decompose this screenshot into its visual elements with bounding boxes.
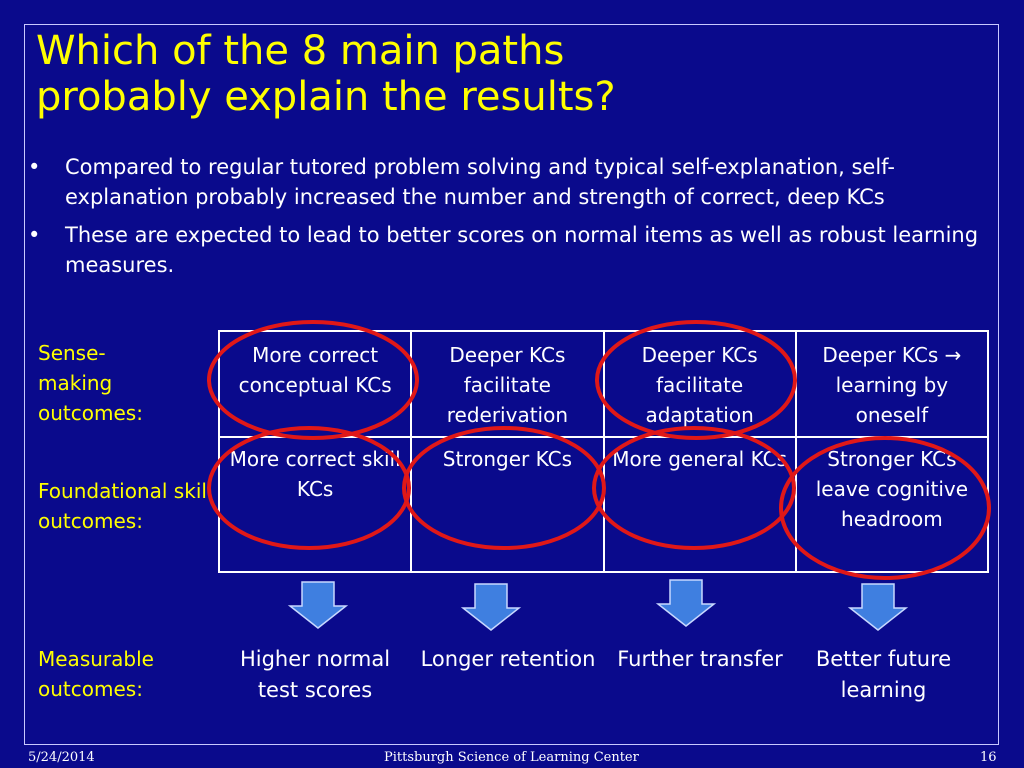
footer-center: Pittsburgh Science of Learning Center bbox=[384, 750, 639, 765]
bullet-item: • Compared to regular tutored problem so… bbox=[28, 152, 988, 212]
bullet-item: • These are expected to lead to better s… bbox=[28, 220, 988, 280]
row-label-sense-making: Sense-making outcomes: bbox=[38, 341, 143, 425]
measurable-outcome: Longer retention bbox=[420, 647, 596, 671]
measurable-outcome: Better future learning bbox=[815, 647, 952, 702]
table-cell: Deeper KCs → learning by oneself bbox=[794, 330, 990, 438]
measurable-outcome: Further transfer bbox=[617, 647, 783, 671]
bullet-text: Compared to regular tutored problem solv… bbox=[65, 155, 895, 209]
footer-page-number: 16 bbox=[980, 750, 997, 765]
down-arrow-icon bbox=[847, 583, 909, 631]
slide-frame bbox=[24, 24, 999, 745]
slide-title: Which of the 8 main paths probably expla… bbox=[36, 28, 996, 120]
bullet-list: • Compared to regular tutored problem so… bbox=[28, 152, 988, 288]
bullet-text: These are expected to lead to better sco… bbox=[65, 223, 979, 277]
title-line-1: Which of the 8 main paths bbox=[36, 28, 565, 74]
bullet-dot: • bbox=[28, 155, 41, 179]
down-arrow-icon bbox=[287, 581, 349, 629]
measurable-outcome: Higher normal test scores bbox=[239, 647, 391, 702]
bullet-dot: • bbox=[28, 223, 41, 247]
row-label-measurable: Measurable outcomes: bbox=[38, 647, 154, 701]
down-arrow-icon bbox=[655, 579, 717, 627]
title-line-2: probably explain the results? bbox=[36, 74, 616, 120]
down-arrow-icon bbox=[460, 583, 522, 631]
row-label-foundational: Foundational skill outcomes: bbox=[38, 479, 213, 533]
footer-date: 5/24/2014 bbox=[28, 750, 95, 765]
